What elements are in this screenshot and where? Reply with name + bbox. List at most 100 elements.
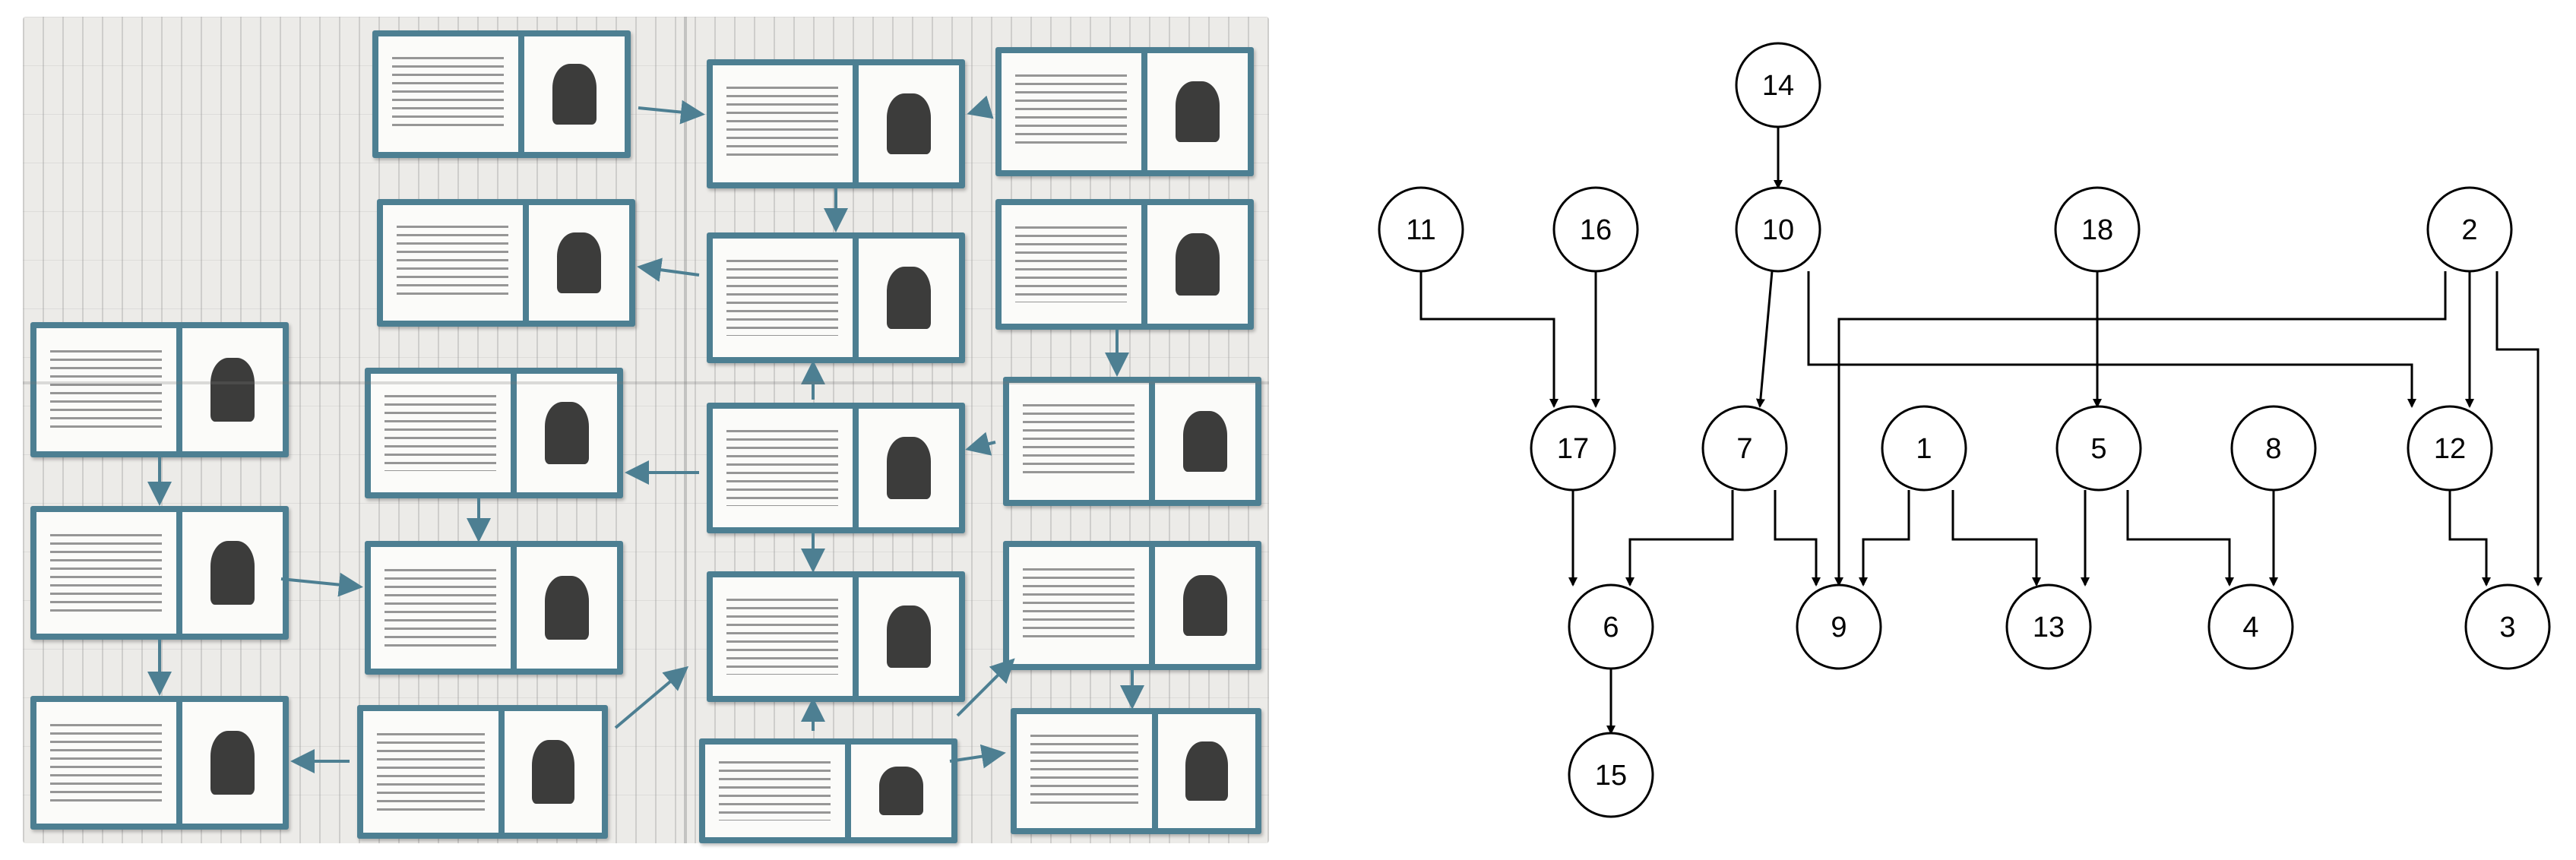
edge-7-to-9 — [1774, 490, 1821, 587]
node-1: 1 — [1881, 405, 1967, 492]
node-11: 11 — [1378, 186, 1464, 273]
node-circle — [1735, 42, 1821, 128]
greenhouses-icon — [1154, 547, 1255, 664]
node-label: 2 — [2461, 214, 2477, 246]
node-label: 12 — [2434, 433, 2466, 465]
node-label: 13 — [2033, 612, 2065, 643]
story-card — [707, 571, 965, 702]
node-8: 8 — [2230, 405, 2317, 492]
node-label: 1 — [1916, 433, 1932, 465]
pollution-warning-icon — [1158, 714, 1255, 828]
node-18: 18 — [2054, 186, 2141, 273]
node-13: 13 — [2005, 583, 2092, 670]
story-card — [707, 59, 965, 188]
node-12: 12 — [2407, 405, 2493, 492]
node-label: 17 — [1557, 433, 1589, 465]
edge-10-to-7 — [1755, 270, 1774, 408]
node-circle — [2464, 583, 2551, 670]
node-label: 14 — [1762, 70, 1794, 102]
node-label: 3 — [2499, 612, 2515, 643]
farmer-icon — [858, 65, 959, 182]
node-circle — [1735, 186, 1821, 273]
node-circle — [1701, 405, 1788, 492]
node-label: 11 — [1406, 214, 1435, 246]
story-card — [377, 199, 635, 327]
node-label: 6 — [1603, 612, 1619, 643]
node-label: 8 — [2265, 433, 2281, 465]
story-card — [995, 199, 1254, 330]
story-card — [1003, 377, 1261, 506]
node-circle — [2055, 405, 2142, 492]
landscape-icon — [182, 512, 283, 634]
node-2: 2 — [2426, 186, 2513, 273]
story-card — [30, 322, 289, 457]
node-circle — [2054, 186, 2141, 273]
node-10: 10 — [1735, 186, 1821, 273]
node-circle — [2005, 583, 2092, 670]
edge-10-to-12 — [1807, 271, 2416, 408]
node-7: 7 — [1701, 405, 1788, 492]
node-circle — [2407, 405, 2493, 492]
edge-7-to-6 — [1625, 490, 1734, 587]
graph-edges — [1419, 127, 2543, 735]
story-card — [372, 30, 631, 158]
tomatoes-icon — [858, 409, 959, 527]
edge-1-to-13 — [1951, 490, 2041, 587]
node-circle — [2230, 405, 2317, 492]
story-card — [30, 696, 289, 830]
node-circle — [1530, 405, 1616, 492]
storyboard-arrows — [147, 95, 1144, 773]
node-14: 14 — [1735, 42, 1821, 128]
node-circle — [1796, 583, 1882, 670]
story-card — [995, 47, 1254, 176]
node-label: 5 — [2090, 433, 2106, 465]
story-card — [1011, 708, 1261, 834]
edge-2-to-3 — [2495, 271, 2543, 587]
node-circle — [1881, 405, 1967, 492]
warehouse-icon — [528, 205, 629, 321]
story-card — [699, 738, 957, 843]
node-16: 16 — [1552, 186, 1639, 273]
node-5: 5 — [2055, 405, 2142, 492]
node-15: 15 — [1568, 732, 1654, 818]
water-pole-icon — [858, 577, 959, 696]
story-card — [707, 403, 965, 533]
node-circle — [1568, 732, 1654, 818]
node-4: 4 — [2207, 583, 2294, 670]
node-circle — [1552, 186, 1639, 273]
node-circle — [2207, 583, 2294, 670]
faucet-roots-icon — [505, 711, 602, 833]
node-6: 6 — [1568, 583, 1654, 670]
people-crack-icon — [1147, 53, 1248, 170]
story-card — [1003, 541, 1261, 670]
node-label: 4 — [2242, 612, 2258, 643]
pesticide-icon — [516, 374, 617, 492]
node-label: 16 — [1580, 214, 1612, 246]
story-card — [365, 541, 623, 675]
story-card — [707, 232, 965, 363]
edge-5-to-4 — [2126, 490, 2234, 587]
story-card — [365, 368, 623, 498]
story-card — [357, 705, 608, 839]
edge-2-to-9 — [1834, 271, 2447, 587]
greenhouse-icon — [850, 745, 951, 837]
node-17: 17 — [1530, 405, 1616, 492]
story-card — [30, 506, 289, 640]
node-label: 10 — [1762, 214, 1794, 246]
edge-11-to-17 — [1419, 271, 1559, 408]
edge-12-to-3 — [2448, 490, 2491, 587]
node-9: 9 — [1796, 583, 1882, 670]
landscape-sun-icon — [182, 328, 283, 451]
node-3: 3 — [2464, 583, 2551, 670]
market-crates-icon — [1147, 205, 1248, 324]
node-label: 7 — [1736, 433, 1752, 465]
node-circle — [1378, 186, 1464, 273]
node-circle — [2426, 186, 2513, 273]
people-sofa-icon — [524, 36, 625, 152]
node-circle — [1568, 583, 1654, 670]
edge-1-to-9 — [1859, 490, 1910, 587]
node-label: 15 — [1595, 760, 1627, 792]
germany-map-icon — [1154, 383, 1255, 500]
